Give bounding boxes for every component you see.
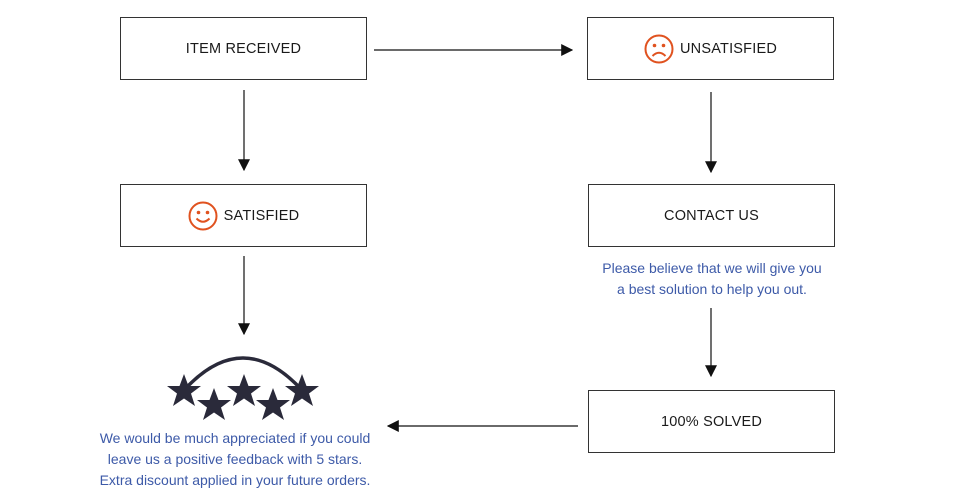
node-contact-us-label: CONTACT US: [664, 207, 759, 224]
feedback-note-line-3: Extra discount applied in your future or…: [99, 472, 371, 488]
node-satisfied: SATISFIED: [120, 184, 367, 247]
sad-face-icon: [644, 34, 674, 64]
star-3: [227, 374, 261, 406]
contact-note: Please believe that we will give you a b…: [560, 258, 864, 300]
node-contact-us: CONTACT US: [588, 184, 835, 247]
node-satisfied-label: SATISFIED: [223, 207, 300, 224]
node-unsatisfied: UNSATISFIED: [587, 17, 834, 80]
feedback-note: We would be much appreciated if you coul…: [70, 428, 400, 491]
star-4: [256, 388, 290, 420]
stars-arc: [186, 356, 300, 388]
smiley-face-icon: [188, 201, 218, 231]
star-1: [167, 374, 201, 406]
node-100-solved-label: 100% SOLVED: [660, 413, 763, 430]
node-item-received-label: ITEM RECEIVED: [185, 40, 302, 57]
feedback-note-line-2: leave us a positive feedback with 5 star…: [107, 451, 363, 467]
contact-note-line-2: a best solution to help you out.: [617, 281, 807, 297]
star-5: [285, 374, 319, 406]
star-2: [197, 388, 231, 420]
node-item-received: ITEM RECEIVED: [120, 17, 367, 80]
node-100-solved: 100% SOLVED: [588, 390, 835, 453]
five-stars-icon: [167, 356, 319, 420]
contact-note-line-1: Please believe that we will give you: [602, 260, 822, 276]
node-unsatisfied-label: UNSATISFIED: [680, 40, 777, 57]
feedback-note-line-1: We would be much appreciated if you coul…: [99, 430, 371, 446]
